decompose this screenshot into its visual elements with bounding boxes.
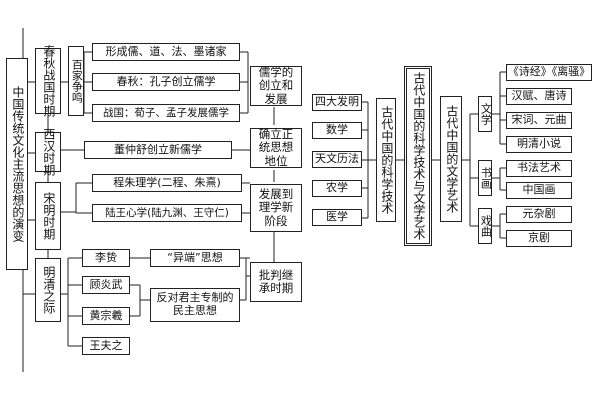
category-xiqu: 戏曲 xyxy=(478,208,492,244)
item-dong: 董仲舒创立新儒学 xyxy=(84,141,232,159)
science-item-1: 数学 xyxy=(312,122,362,139)
era-chunqiu: 春秋战国时期 xyxy=(35,45,61,117)
xiqu-item-1: 京剧 xyxy=(506,230,572,247)
art-title: 古代中国的文学艺术 xyxy=(440,96,462,222)
shuhua-item-0: 书法艺术 xyxy=(506,160,572,177)
center-title: 古代中国的科学技术与文学艺术 xyxy=(404,66,432,246)
wenxue-item-0: 《诗经》《离骚》 xyxy=(506,64,592,81)
root-title: 中国传统文化主流思想的演变 xyxy=(6,58,28,270)
stage-1: 儒学的创立和发展 xyxy=(250,66,302,106)
stage-4: 批判继承时期 xyxy=(250,262,302,302)
science-item-4: 医学 xyxy=(312,209,362,226)
item-luwang: 陆王心学(陆九渊、王守仁) xyxy=(92,204,242,222)
item-fandui: 反对君主专制的民主思想 xyxy=(150,288,240,322)
science-item-2: 天文历法 xyxy=(312,151,362,168)
science-title: 古代中国的科学技术 xyxy=(376,98,396,222)
stage-3: 发展到理学新阶段 xyxy=(250,184,302,232)
era-songming: 宋明时期 xyxy=(35,182,61,250)
item-schools: 形成儒、道、法、墨诸家 xyxy=(92,43,240,61)
item-confucius: 春秋：孔子创立儒学 xyxy=(92,73,240,91)
baijia-box: 百家争鸣 xyxy=(68,46,84,116)
wenxue-item-3: 明清小说 xyxy=(506,136,572,153)
xiqu-item-0: 元杂剧 xyxy=(506,206,572,223)
wenxue-item-2: 宋词、元曲 xyxy=(506,112,572,129)
item-chengzhu: 程朱理学(二程、朱熹) xyxy=(92,174,242,192)
item-wang: 王夫之 xyxy=(82,337,130,355)
item-huang: 黄宗羲 xyxy=(82,307,130,325)
era-mingqing: 明清之际 xyxy=(35,258,61,322)
science-item-0: 四大发明 xyxy=(312,94,362,111)
category-shuhua: 书画 xyxy=(478,160,492,196)
item-yiduan: “异端”思想 xyxy=(150,249,240,267)
stage-2: 确立正统思想地位 xyxy=(250,128,302,168)
wenxue-item-1: 汉赋、唐诗 xyxy=(506,88,572,105)
item-gu: 顾炎武 xyxy=(82,276,130,294)
item-lizhi: 李贽 xyxy=(82,249,130,267)
science-item-3: 农学 xyxy=(312,180,362,197)
item-xunmeng: 战国：荀子、孟子发展儒学 xyxy=(92,104,240,122)
shuhua-item-1: 中国画 xyxy=(506,182,572,199)
era-xihan: 西汉时期 xyxy=(35,128,61,176)
category-wenxue: 文学 xyxy=(478,96,492,132)
